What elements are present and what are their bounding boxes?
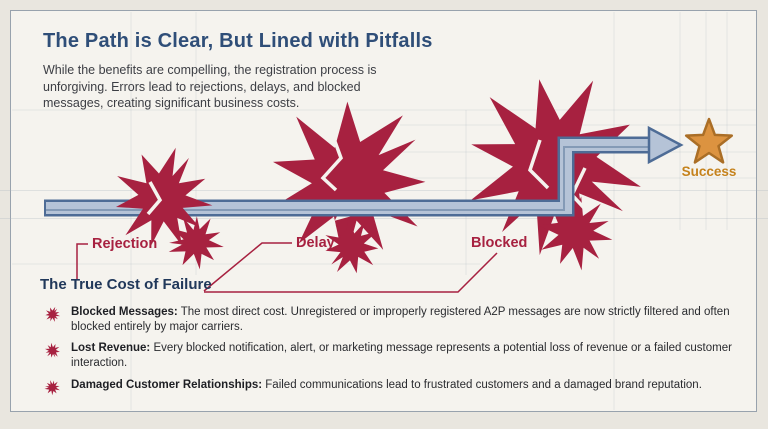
cost-item-text: Damaged Customer Relationships: Failed c… [71,378,750,393]
cost-item-text: Blocked Messages: The most direct cost. … [71,305,750,334]
cost-item-label: Blocked Messages: [71,306,178,318]
cost-item-body: The most direct cost. Unregistered or im… [71,306,730,333]
rejection-splat-icon [102,135,230,278]
star-icon [684,117,734,164]
cost-item-blocked-messages: Blocked Messages: The most direct cost. … [44,305,750,334]
delay-label: Delay [296,235,335,251]
cost-section-heading: The True Cost of Failure [40,276,212,293]
success-label: Success [681,164,737,179]
cost-item-text: Lost Revenue: Every blocked notification… [71,341,750,370]
cost-item-label: Damaged Customer Relationships: [71,379,263,391]
splat-bullet-icon [44,342,61,359]
cost-item-lost-revenue: Lost Revenue: Every blocked notification… [44,341,750,370]
cost-item-body: Every blocked notification, alert, or ma… [71,342,732,369]
cost-item-label: Lost Revenue: [71,342,151,354]
splat-bullet-icon [44,306,61,323]
page-title: The Path is Clear, But Lined with Pitfal… [43,30,433,52]
blocked-label: Blocked [471,235,528,251]
leader-lines [76,242,498,293]
rejection-label: Rejection [92,236,158,252]
page-subtitle: While the benefits are compelling, the r… [43,63,377,110]
arrowhead-icon [647,125,684,165]
cost-item-damaged-relationships: Damaged Customer Relationships: Failed c… [44,378,750,396]
arrow-path [44,125,684,217]
cost-item-body: Failed communications lead to frustrated… [265,379,702,391]
splat-bullet-icon [44,379,61,396]
